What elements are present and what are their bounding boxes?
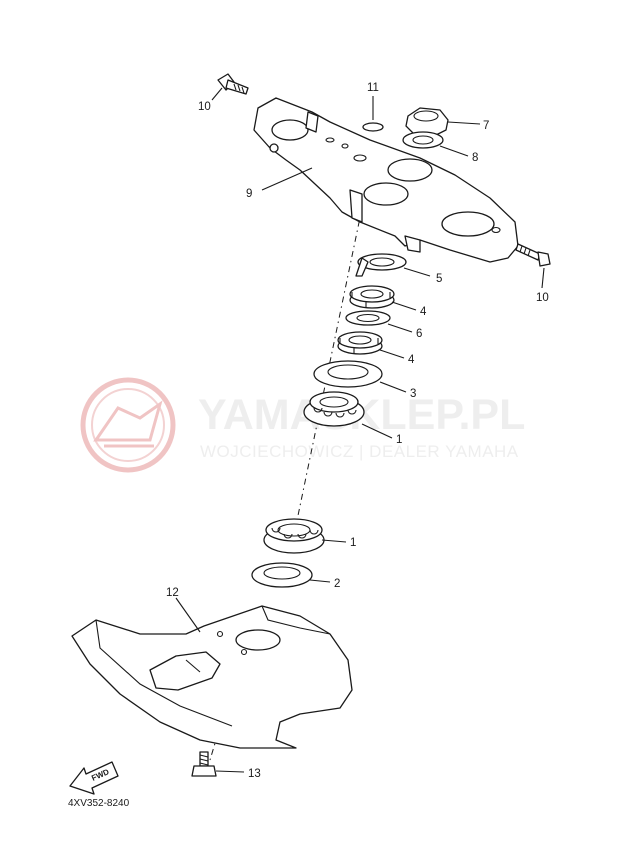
callout-5: 5: [436, 273, 442, 285]
part-10-bolt-left: [217, 73, 249, 95]
callout-1-lower: 1: [350, 537, 356, 549]
part-8-washer: [402, 131, 444, 149]
watermark-subtitle: WOJCIECHOWICZ | DEALER YAMAHA: [200, 442, 519, 461]
callout-labels: 10 11 7 8 9 10 5 4 6 4 3 1 1 2 12 13: [166, 82, 549, 780]
part-12-under-bracket: [71, 605, 353, 749]
callout-2: 2: [334, 578, 340, 590]
part-10-bolt-right: [515, 243, 551, 267]
callout-7: 7: [483, 120, 489, 132]
part-6-washer: [345, 310, 391, 326]
part-7-nut: [405, 107, 449, 137]
part-4-ring-nut-upper: [349, 285, 395, 309]
callout-6: 6: [416, 328, 422, 340]
fwd-arrow-icon: FWD: [69, 761, 119, 795]
part-2-dust-seal: [251, 562, 313, 588]
part-11-washer: [362, 122, 384, 132]
callout-12: 12: [166, 587, 179, 599]
callout-3: 3: [410, 388, 416, 400]
part-4-ring-nut-lower: [337, 331, 383, 355]
part-13-bolt: [191, 751, 217, 777]
callout-9: 9: [246, 188, 252, 200]
part-9-upper-bracket: [253, 97, 519, 263]
diagram-code: 4XV352-8240: [68, 798, 130, 809]
callout-4-lower: 4: [408, 354, 415, 366]
part-1-bearing-upper: [303, 391, 365, 427]
callout-13: 13: [248, 768, 261, 780]
part-1-bearing-lower: [263, 518, 325, 554]
callout-11: 11: [367, 82, 379, 94]
callout-1-upper: 1: [396, 434, 402, 446]
yamaha-logo-icon: [80, 377, 176, 473]
callout-4-upper: 4: [420, 306, 427, 318]
callout-10-right: 10: [536, 292, 549, 304]
callout-8: 8: [472, 152, 478, 164]
watermark: YAMASKLEP.PL WOJCIECHOWICZ | DEALER YAMA…: [80, 377, 525, 473]
part-5-lock-washer: [355, 253, 407, 277]
callout-10-left: 10: [198, 101, 211, 113]
part-3-dust-cover: [313, 360, 383, 388]
